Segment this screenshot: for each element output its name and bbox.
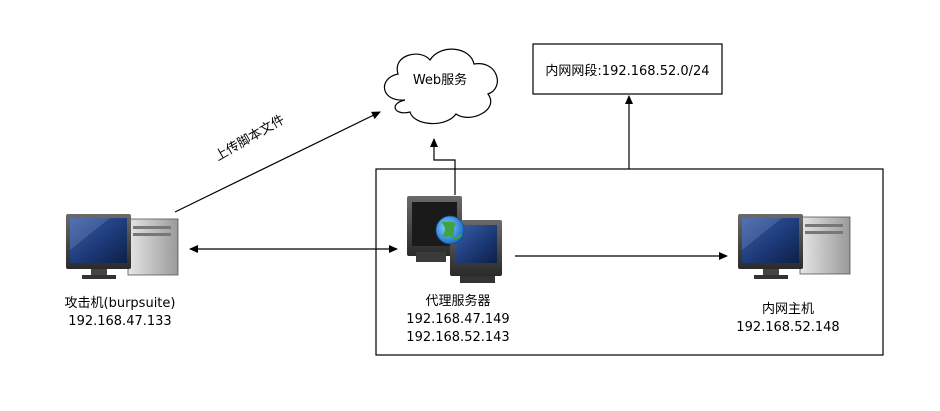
subnet-label: 内网网段:192.168.52.0/24: [545, 63, 710, 79]
upload-arrow: [174, 111, 381, 213]
internal-host-ip: 192.168.52.148: [736, 320, 840, 335]
attacker-name: 攻击机(burpsuite): [64, 296, 176, 311]
proxy-server-icon: [407, 196, 502, 283]
attacker-computer-icon: [66, 214, 179, 279]
internal-host-computer-icon: [738, 214, 851, 279]
subnet-box: [532, 43, 723, 95]
attacker-ip: 192.168.47.133: [68, 314, 172, 329]
cloud-label: Web服务: [412, 73, 468, 88]
proxy-ip-1: 192.168.47.149: [406, 312, 510, 327]
internal-host-name: 内网主机: [761, 302, 814, 317]
cloud-icon: [383, 48, 498, 125]
proxy-name: 代理服务器: [425, 294, 491, 309]
proxy-ip-2: 192.168.52.143: [406, 330, 510, 345]
proxy-web-connector: [430, 138, 456, 195]
